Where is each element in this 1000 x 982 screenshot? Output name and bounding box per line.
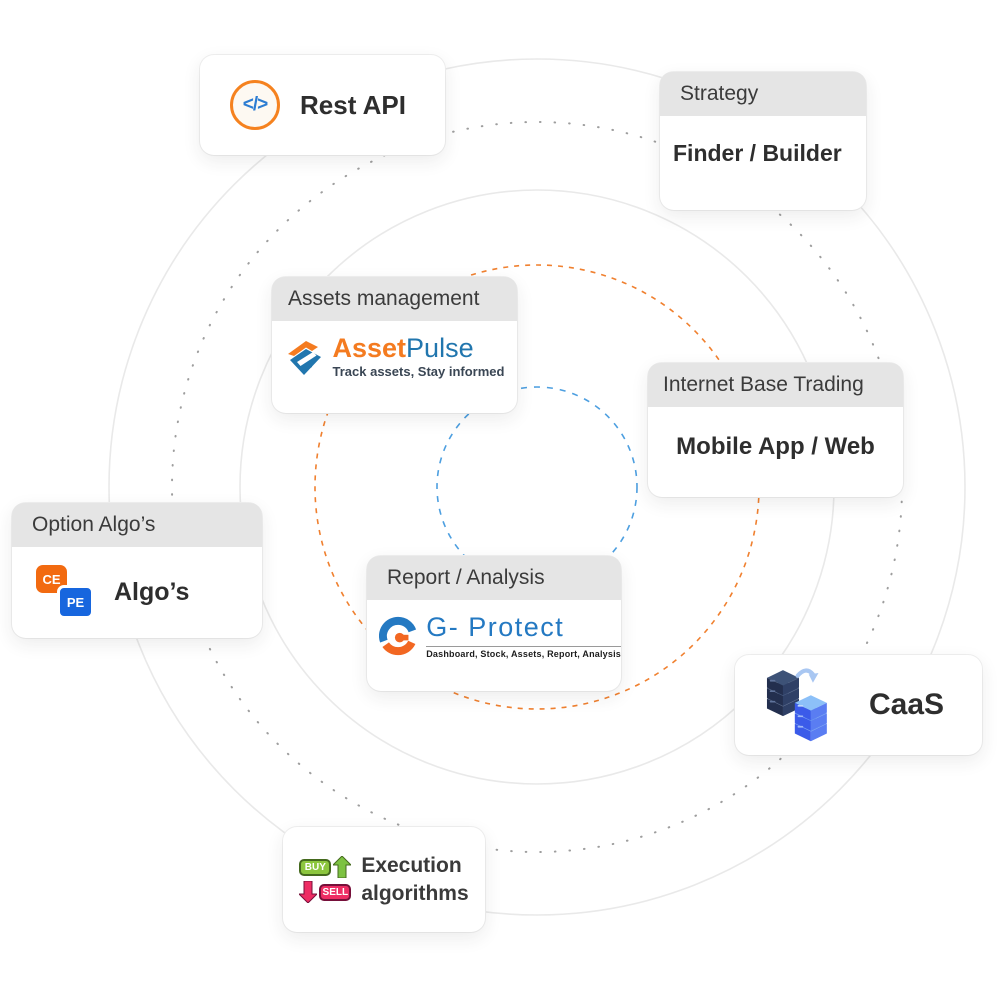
strategy-card: Strategy Finder / Builder [660, 72, 866, 210]
code-icon: </> [230, 80, 280, 130]
option-algos-card: Option Algo’s CE PE Algo’s [12, 503, 262, 638]
option-algos-body-label: Algo’s [114, 577, 190, 606]
buy-badge: BUY [299, 858, 332, 876]
strategy-card-header: Strategy [660, 72, 866, 116]
execution-algorithms-label: Execution algorithms [361, 852, 468, 907]
gprotect-brand-name: G- Protect [426, 612, 565, 643]
internet-base-trading-body-label: Mobile App / Web [676, 433, 875, 460]
assetpulse-tagline: Track assets, Stay informed [332, 364, 505, 379]
execution-label-line1: Execution [361, 854, 462, 878]
report-analysis-card-header: Report / Analysis [367, 556, 621, 600]
assets-management-card: Assets management AssetPulse Track asset… [272, 277, 517, 413]
caas-label: CaaS [869, 688, 945, 721]
gprotect-tagline: Dashboard, Stock, Assets, Report, Analys… [426, 648, 621, 659]
server-migration-icon [766, 668, 827, 742]
down-arrow-icon [299, 881, 318, 903]
strategy-card-body-label: Finder / Builder [673, 140, 842, 166]
rest-api-card: </> Rest API [200, 55, 445, 155]
ce-badge: CE [36, 565, 67, 593]
assetpulse-brand-secondary: Pulse [406, 333, 474, 363]
buy-sell-icon: BUY SELL [299, 856, 352, 903]
report-analysis-card: Report / Analysis G- Protect Dashboard, … [367, 556, 621, 691]
assets-management-card-header: Assets management [272, 277, 517, 321]
up-arrow-icon [333, 856, 352, 878]
sell-badge: SELL [319, 883, 352, 901]
ring-outer-solid [108, 58, 966, 916]
pe-badge: PE [57, 585, 94, 619]
assetpulse-brand-name: AssetPulse [333, 335, 474, 362]
assetpulse-brand-primary: Asset [332, 333, 407, 363]
execution-algorithms-card: BUY SELL Execution algorithms [283, 827, 485, 932]
rest-api-label: Rest API [300, 89, 406, 120]
execution-label-line2: algorithms [361, 881, 469, 905]
gprotect-divider [426, 645, 621, 647]
code-icon-glyph: </> [242, 94, 269, 115]
assetpulse-logo-icon [287, 341, 321, 375]
gprotect-logo-icon [379, 616, 417, 656]
caas-card: CaaS [735, 655, 982, 755]
internet-base-trading-card: Internet Base Trading Mobile App / Web [648, 363, 903, 497]
internet-base-trading-card-header: Internet Base Trading [648, 363, 903, 407]
ce-pe-icon: CE PE [36, 565, 94, 619]
option-algos-card-header: Option Algo’s [12, 503, 262, 547]
